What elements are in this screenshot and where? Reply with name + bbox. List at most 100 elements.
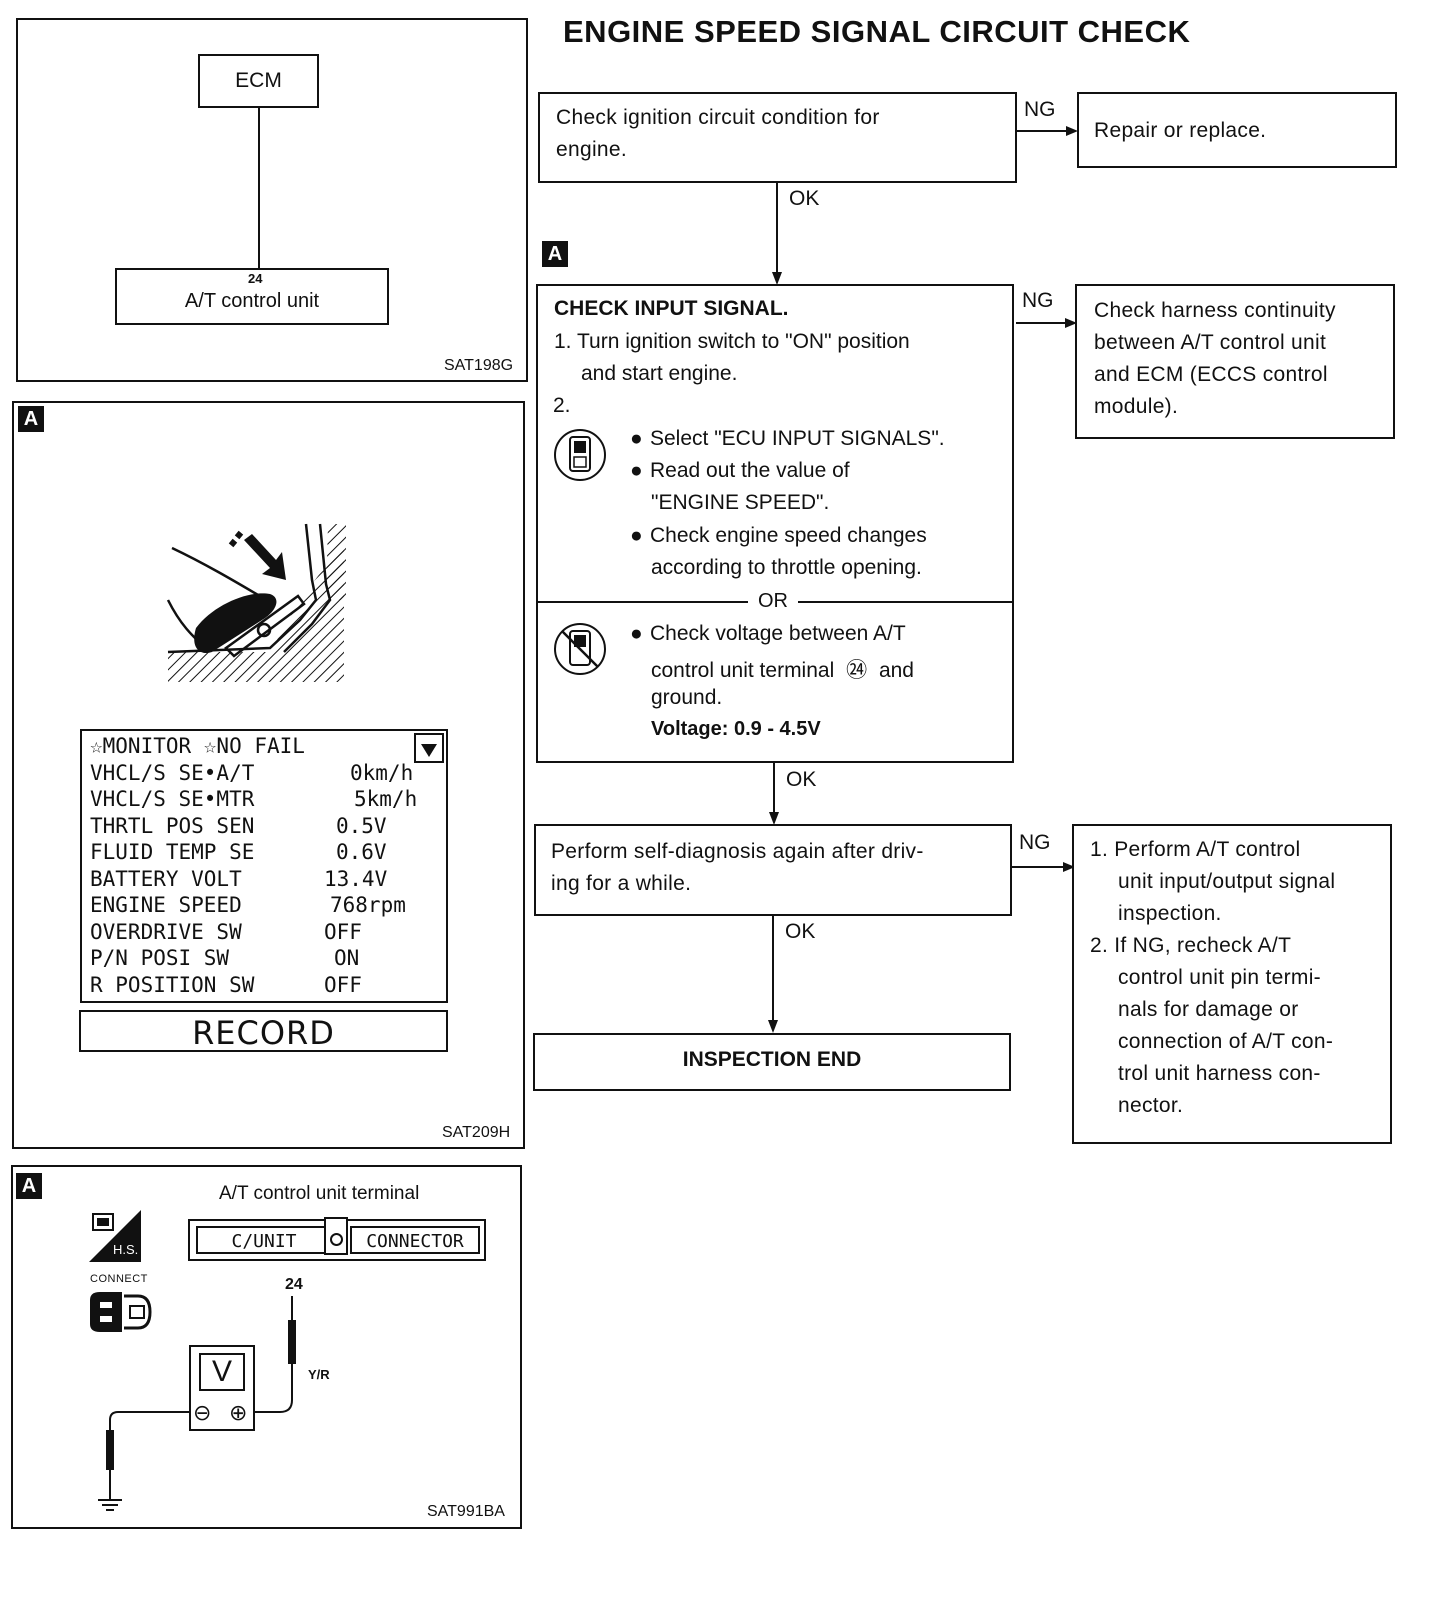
step1-box: Check ignition circuit condition for eng…	[538, 92, 1017, 183]
monitor-item-name: FLUID TEMP SE	[90, 840, 255, 864]
bullet-4-cont-text: control unit terminal	[651, 659, 835, 682]
cunit-label: C/UNIT	[231, 1231, 297, 1252]
ecm-box: ECM	[198, 54, 319, 108]
monitor-item-name: OVERDRIVE SW	[90, 919, 242, 944]
step3-remedy-l2: unit input/output signal	[1118, 870, 1336, 893]
connector-diagram: C/UNIT CONNECTOR	[188, 1217, 486, 1261]
step1-line1: Check ignition circuit condition for	[556, 106, 880, 129]
terminal-24-label: 24	[248, 271, 263, 286]
step1-ng-label: NG	[1024, 98, 1056, 121]
ok3-label: OK	[785, 920, 816, 943]
ecm-wire	[258, 108, 260, 270]
monitor-header-row: ☆MONITOR ☆NO FAIL	[90, 733, 446, 760]
monitor-item-value: 768rpm	[330, 893, 406, 917]
bullet-4-cont-and: and	[878, 659, 914, 682]
record-label: RECORD	[192, 1014, 335, 1052]
step3-ng-label: NG	[1019, 831, 1051, 854]
step3-remedy-l9: nector.	[1118, 1094, 1184, 1117]
step2-heading: CHECK INPUT SIGNAL.	[554, 297, 789, 320]
monitor-item-name: BATTERY VOLT	[90, 866, 242, 891]
monitor-item-value: ON	[334, 946, 360, 970]
connect-plug-icon	[90, 1292, 152, 1332]
bullet-3-cont: according to throttle opening.	[651, 556, 922, 579]
inspection-end-label: INSPECTION END	[682, 1048, 862, 1071]
reference-a-tag: A	[18, 406, 44, 432]
hs-icon: H.S.	[89, 1210, 141, 1262]
step1-remedy-box: Repair or replace.	[1077, 92, 1397, 168]
monitor-row: OVERDRIVE SW OFF	[90, 919, 446, 946]
monitor-item-name: P/N POSI SW	[90, 946, 230, 970]
step3-remedy-l6: nals for damage or	[1118, 998, 1299, 1021]
at-control-unit-label: A/T control unit	[184, 290, 320, 312]
monitor-item-value: 13.4V	[324, 866, 388, 891]
bullet-4-cont2: ground.	[651, 686, 723, 709]
monitor-item-name: THRTL POS SEN	[90, 813, 255, 838]
consult-tool-icon	[554, 429, 606, 481]
monitor-item-name: VHCL/S SE•MTR	[90, 787, 255, 811]
monitor-item-value: OFF	[324, 919, 362, 944]
step2-remedy-l4: module).	[1094, 395, 1179, 418]
voltmeter-display: V	[199, 1353, 245, 1391]
ecm-label: ECM	[235, 69, 282, 92]
monitor-item-name: VHCL/S SE•A/T	[90, 760, 255, 785]
bullet-4-text: Check voltage between A/T	[650, 622, 906, 645]
monitor-row: FLUID TEMP SE 0.6V	[90, 839, 446, 866]
step3-remedy-l1: 1. Perform A/T control	[1090, 838, 1301, 861]
connector-label: CONNECTOR	[366, 1231, 464, 1252]
step3-line2: ing for a while.	[551, 872, 692, 895]
bullet-1: ●Select "ECU INPUT SIGNALS".	[630, 427, 945, 450]
inspection-end-box: INSPECTION END	[533, 1033, 1011, 1091]
step3-remedy-box: 1. Perform A/T control unit input/output…	[1072, 824, 1392, 1144]
reference-a-tag: A	[16, 1173, 42, 1199]
monitor-header: ☆MONITOR ☆NO FAIL	[90, 734, 305, 758]
ok2-label: OK	[786, 768, 817, 791]
monitor-item-value: 0.6V	[336, 840, 387, 864]
step2-ng-label: NG	[1022, 289, 1054, 312]
step3-box: Perform self-diagnosis again after driv-…	[534, 824, 1012, 916]
step2-item2: 2.	[553, 394, 571, 417]
page-title: ENGINE SPEED SIGNAL CIRCUIT CHECK	[563, 14, 1191, 49]
step2-item1b: and start engine.	[581, 362, 738, 385]
bullet-2-cont: "ENGINE SPEED".	[651, 491, 830, 514]
triangle-down-icon	[421, 744, 437, 757]
monitor-item-value: 0.5V	[336, 813, 387, 838]
bullet-4-cont: control unit terminal ㉔ and	[651, 654, 914, 684]
plus-terminal-icon: ⊕	[229, 1401, 248, 1426]
monitor-row: THRTL POS SEN 0.5V	[90, 813, 446, 840]
monitor-row: P/N POSI SW ON	[90, 945, 446, 972]
monitor-item-value: OFF	[324, 972, 362, 997]
step3-line1: Perform self-diagnosis again after driv-	[551, 840, 924, 863]
cunit-box: C/UNIT	[196, 1226, 332, 1254]
figure-code-sat209h: SAT209H	[442, 1124, 511, 1141]
step3-remedy-l7: connection of A/T con-	[1118, 1030, 1334, 1053]
bullet-3: ●Check engine speed changes	[630, 524, 927, 547]
step2-item1a: 1. Turn ignition switch to "ON" position	[554, 330, 910, 353]
monitor-item-name: ENGINE SPEED	[90, 893, 242, 917]
at-control-unit-box: 24 A/T control unit	[115, 268, 389, 325]
step3-remedy-l3: inspection.	[1118, 902, 1222, 925]
connector-pin-icon	[330, 1233, 343, 1246]
record-button[interactable]: RECORD	[79, 1010, 448, 1052]
bullet-2-text: Read out the value of	[650, 459, 850, 482]
step2-remedy-box: Check harness continuity between A/T con…	[1075, 284, 1395, 439]
connector-title: A/T control unit terminal	[219, 1183, 420, 1204]
scroll-down-button[interactable]	[414, 733, 444, 763]
voltage-spec: Voltage: 0.9 - 4.5V	[651, 718, 821, 740]
hs-label: H.S.	[113, 1242, 139, 1257]
voltmeter: V ⊖ ⊕	[189, 1345, 255, 1431]
no-consult-tool-icon	[554, 623, 606, 675]
step1-line2: engine.	[556, 138, 627, 161]
figure-code-sat198g: SAT198G	[444, 357, 514, 374]
monitor-row: BATTERY VOLT 13.4V	[90, 866, 446, 893]
step3-remedy-l8: trol unit harness con-	[1118, 1062, 1321, 1085]
reference-a-tag: A	[542, 241, 568, 267]
step2-remedy-l1: Check harness continuity	[1094, 299, 1336, 322]
minus-terminal-icon: ⊖	[193, 1401, 212, 1426]
monitor-row: ENGINE SPEED 768rpm	[90, 892, 446, 919]
figure-code-sat991ba: SAT991BA	[427, 1503, 505, 1520]
bullet-1-text: Select "ECU INPUT SIGNALS".	[650, 427, 945, 450]
